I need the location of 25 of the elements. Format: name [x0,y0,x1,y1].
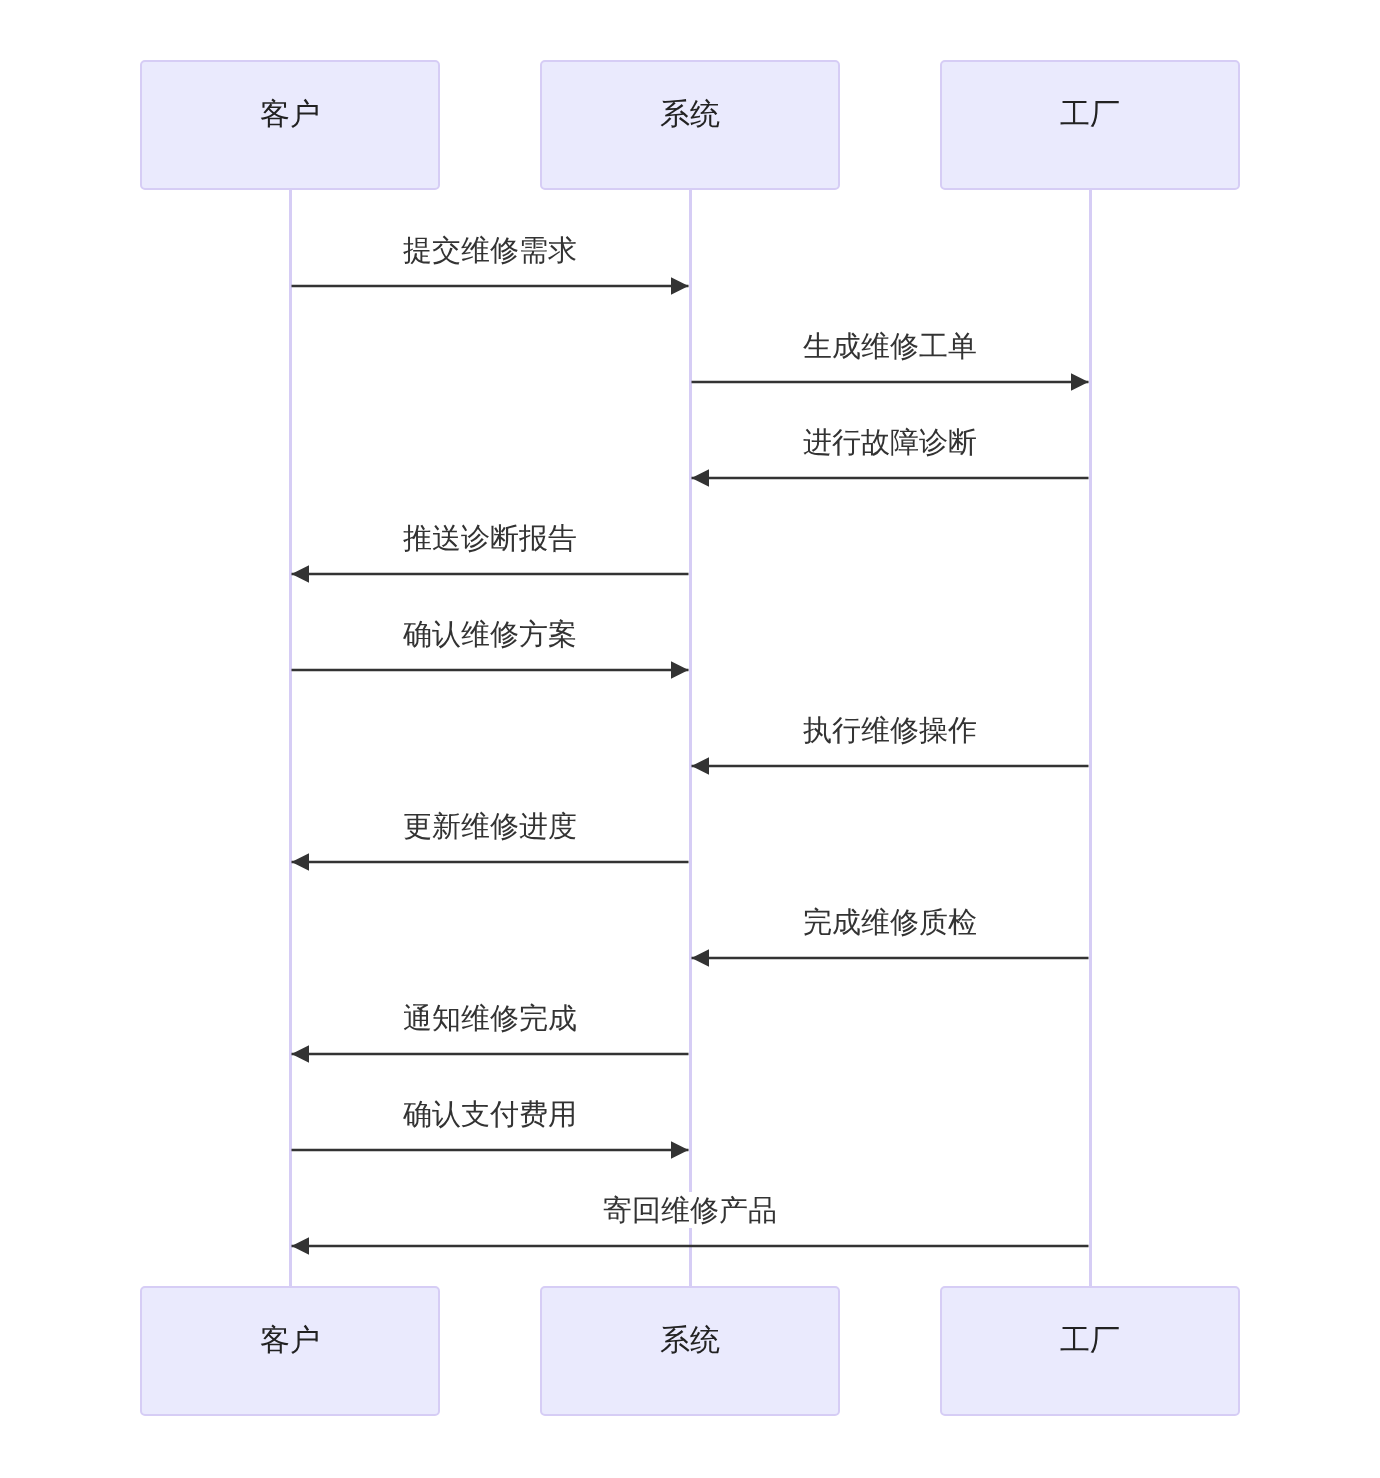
message-arrow [691,949,1089,967]
message-arrow [291,1141,689,1159]
participant-name: 系统 [660,94,720,133]
participant-box [940,60,1240,190]
participant-name: 系统 [660,1320,720,1359]
participant-name: 客户 [260,94,320,133]
participant-box [140,60,440,190]
message-arrow [691,373,1089,391]
participant-box [540,60,840,190]
message-arrow [691,469,1089,487]
message-arrow [291,565,689,583]
participant-box [140,1286,440,1416]
participant-name: 工厂 [1060,1320,1120,1359]
message-arrow [291,661,689,679]
participant-box [540,1286,840,1416]
lifeline [288,190,292,1286]
message-arrow [291,277,689,295]
participant-box [940,1286,1240,1416]
lifeline [1088,190,1092,1286]
message-arrow [291,1237,1089,1255]
message-arrow [291,1045,689,1063]
participant-name: 客户 [260,1320,320,1359]
message-arrow [691,757,1089,775]
participant-name: 工厂 [1060,94,1120,133]
message-arrow [291,853,689,871]
